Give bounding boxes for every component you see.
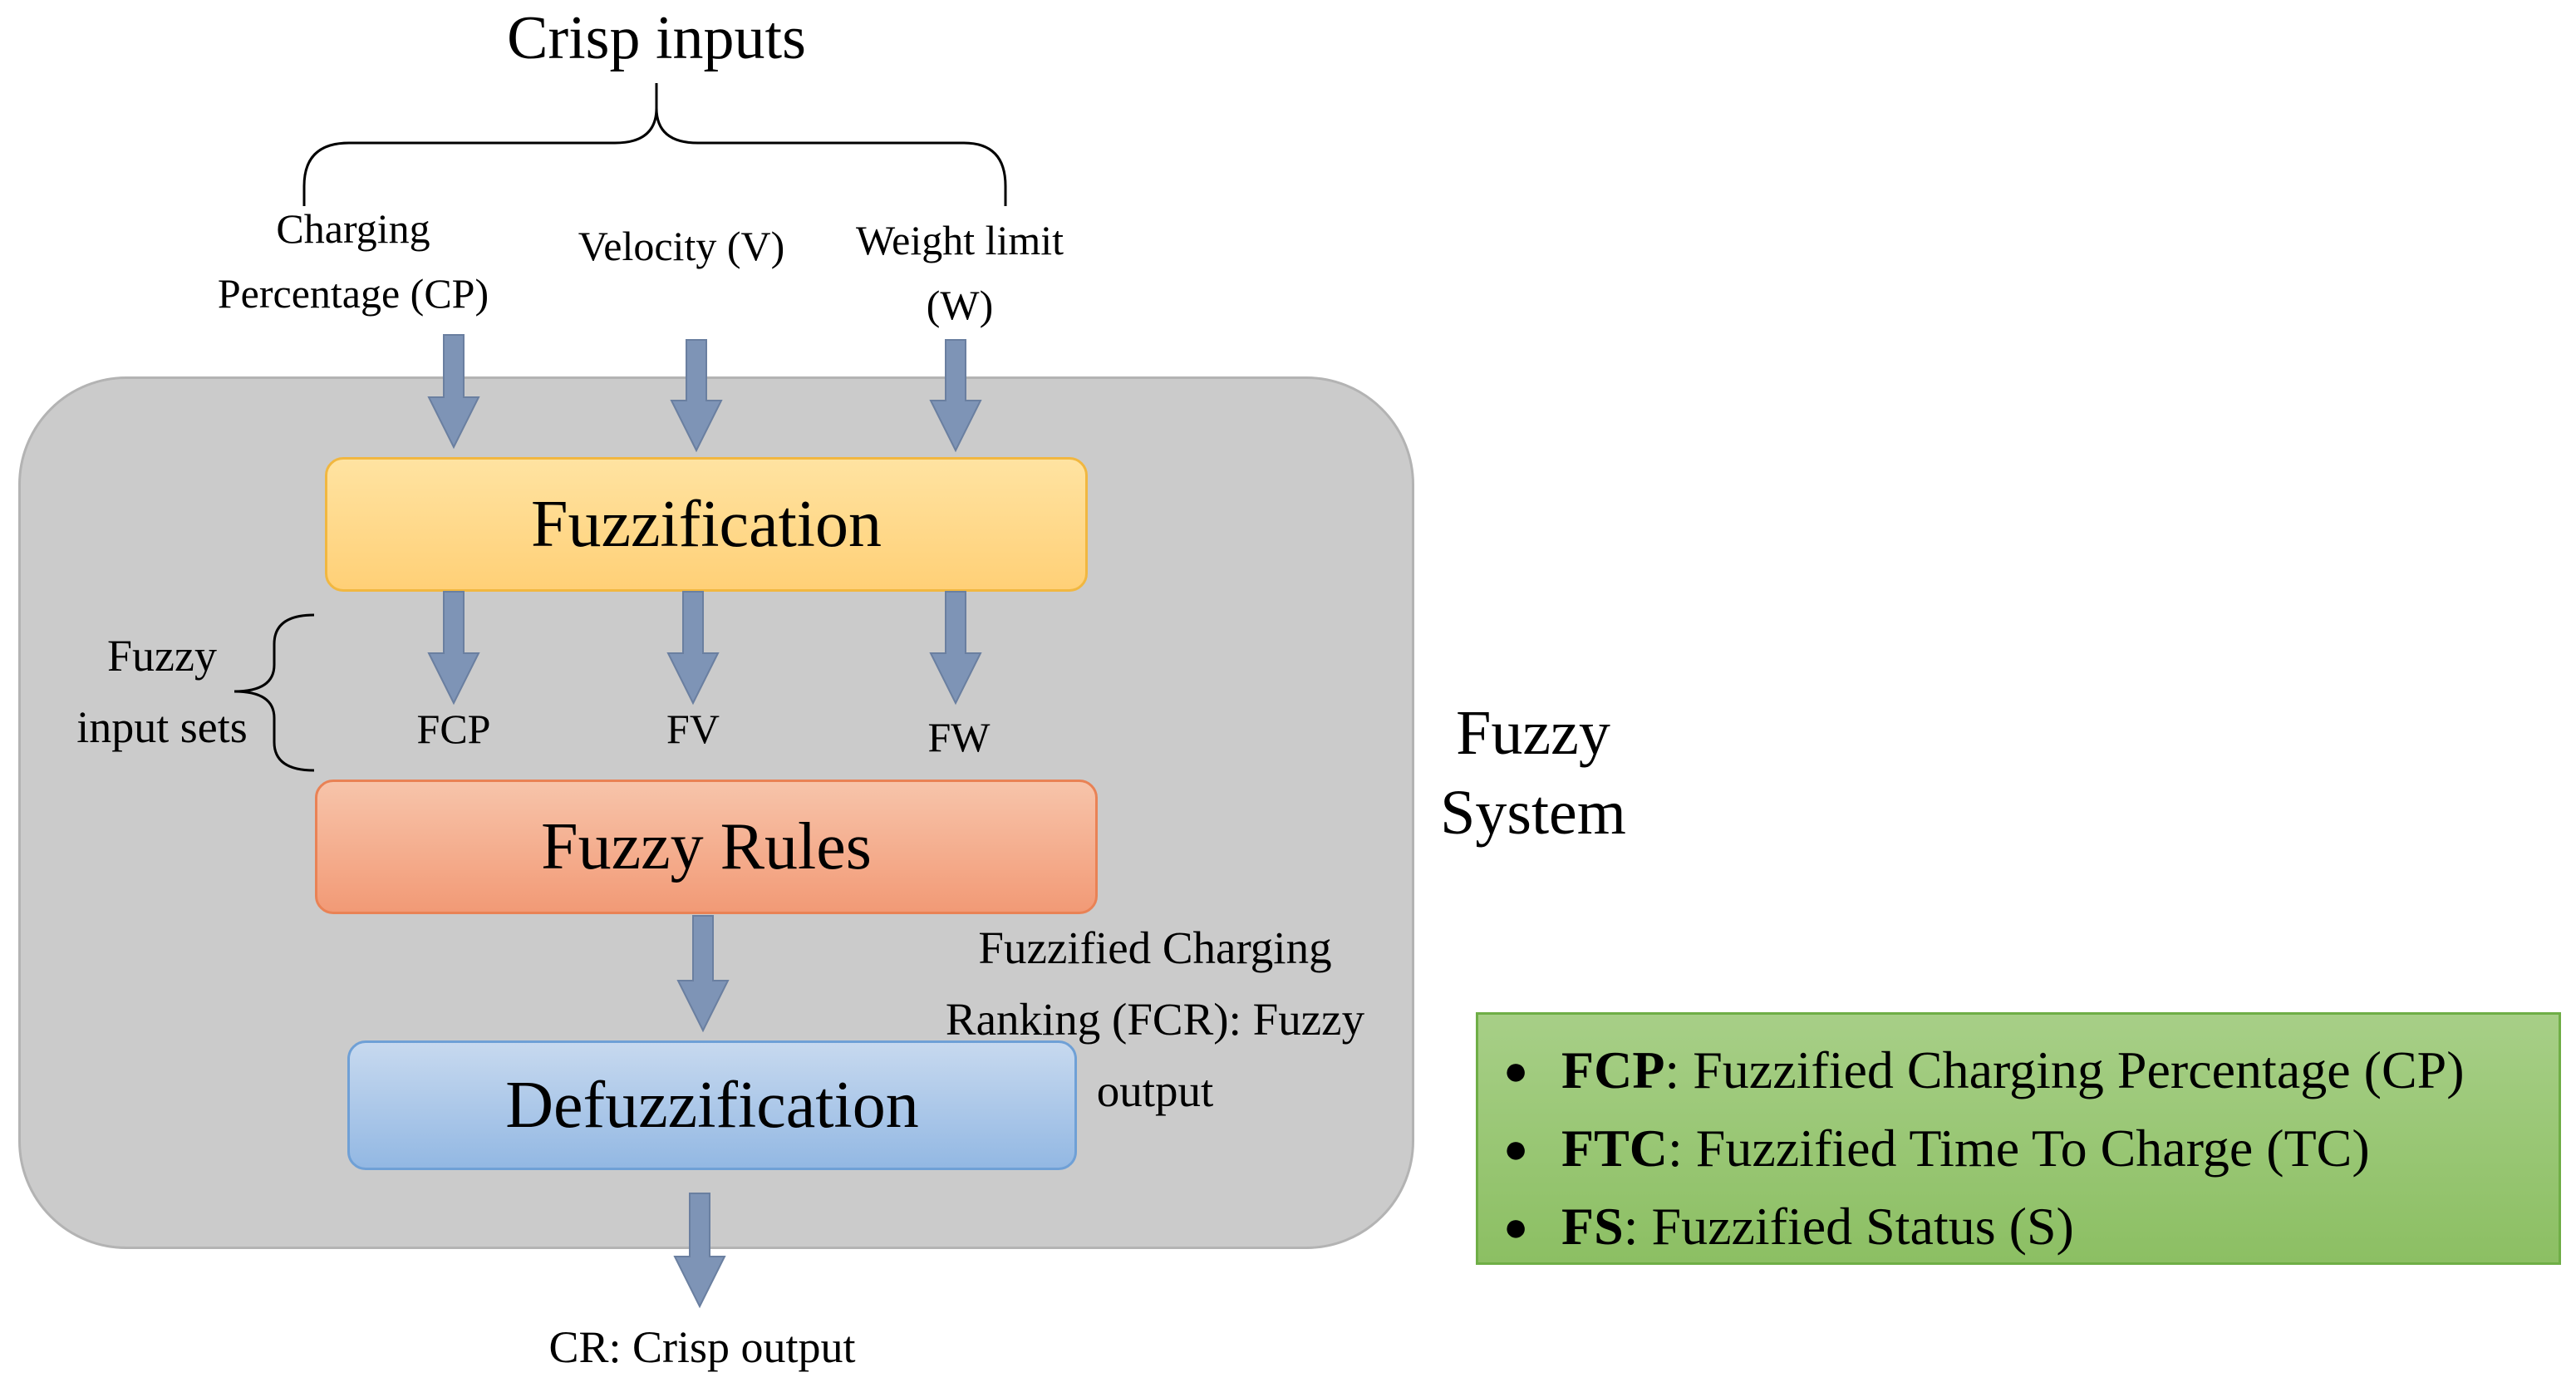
input-weight-line1: Weight limit: [855, 217, 1064, 263]
input-weight-label: Weight limit (W): [814, 208, 1105, 337]
input-cp-line2: Percentage (CP): [217, 270, 489, 317]
abbreviation-legend: ● FCP : Fuzzified Charging Percentage (C…: [1476, 1012, 2561, 1265]
legend-item: ● FCP : Fuzzified Charging Percentage (C…: [1503, 1031, 2534, 1109]
crisp-inputs-title: Crisp inputs: [507, 4, 806, 72]
bullet-icon: ●: [1503, 1203, 1529, 1250]
fcr-line2: Ranking (FCR): Fuzzy: [945, 994, 1365, 1045]
legend-item: ● FTC : Fuzzified Time To Charge (TC): [1503, 1109, 2534, 1188]
legend-abbr: FTC: [1561, 1119, 1668, 1178]
legend-text: : Fuzzified Status (S): [1623, 1197, 2074, 1256]
input-cp-line1: Charging: [276, 205, 430, 252]
arrow-rules-to-defuzz: [676, 915, 730, 1033]
fuzzy-input-sets-line1: Fuzzy: [107, 631, 217, 681]
fuzzy-rules-box: Fuzzy Rules: [315, 780, 1098, 914]
fuzzy-system-line1: Fuzzy: [1456, 698, 1610, 768]
fcr-annotation: Fuzzified Charging Ranking (FCR): Fuzzy …: [914, 912, 1396, 1127]
fuzzy-input-sets-label: Fuzzy input sets: [50, 620, 274, 763]
arrow-fw: [929, 591, 982, 706]
crisp-inputs-brace: [302, 83, 1007, 206]
fuzzification-label: Fuzzification: [530, 487, 882, 561]
legend-abbr: FCP: [1561, 1040, 1665, 1099]
fuzzy-input-sets-line2: input sets: [76, 702, 248, 752]
fuzzy-input-sets-brace: [234, 613, 315, 772]
fuzzy-system-line2: System: [1440, 778, 1626, 848]
legend-text: : Fuzzified Time To Charge (TC): [1668, 1119, 2370, 1178]
crisp-output-label: CR: Crisp output: [548, 1322, 856, 1372]
fcp-label: FCP: [416, 706, 491, 752]
fw-label: FW: [927, 714, 991, 760]
input-weight-line2: (W): [926, 282, 994, 328]
arrow-cp: [427, 334, 480, 450]
arrow-output: [673, 1193, 726, 1309]
fcr-line3: output: [1096, 1065, 1214, 1116]
fuzzy-system-label: Fuzzy System: [1413, 693, 1654, 853]
bullet-icon: ●: [1503, 1047, 1529, 1094]
defuzzification-box: Defuzzification: [347, 1040, 1077, 1170]
legend-abbr: FS: [1561, 1197, 1624, 1256]
arrow-weight: [929, 339, 982, 453]
input-cp-label: Charging Percentage (CP): [175, 196, 532, 326]
arrow-fv: [666, 591, 720, 706]
arrow-velocity: [670, 339, 723, 453]
legend-item: ● FS : Fuzzified Status (S): [1503, 1188, 2534, 1266]
arrow-fcp: [427, 591, 480, 706]
legend-text: : Fuzzified Charging Percentage (CP): [1664, 1040, 2465, 1099]
input-velocity-label: Velocity (V): [578, 223, 785, 269]
fv-label: FV: [666, 706, 720, 752]
fuzzification-box: Fuzzification: [325, 457, 1088, 592]
fcr-line1: Fuzzified Charging: [978, 922, 1332, 973]
bullet-icon: ●: [1503, 1125, 1529, 1172]
fuzzy-rules-label: Fuzzy Rules: [541, 809, 872, 883]
defuzzification-label: Defuzzification: [505, 1068, 919, 1142]
